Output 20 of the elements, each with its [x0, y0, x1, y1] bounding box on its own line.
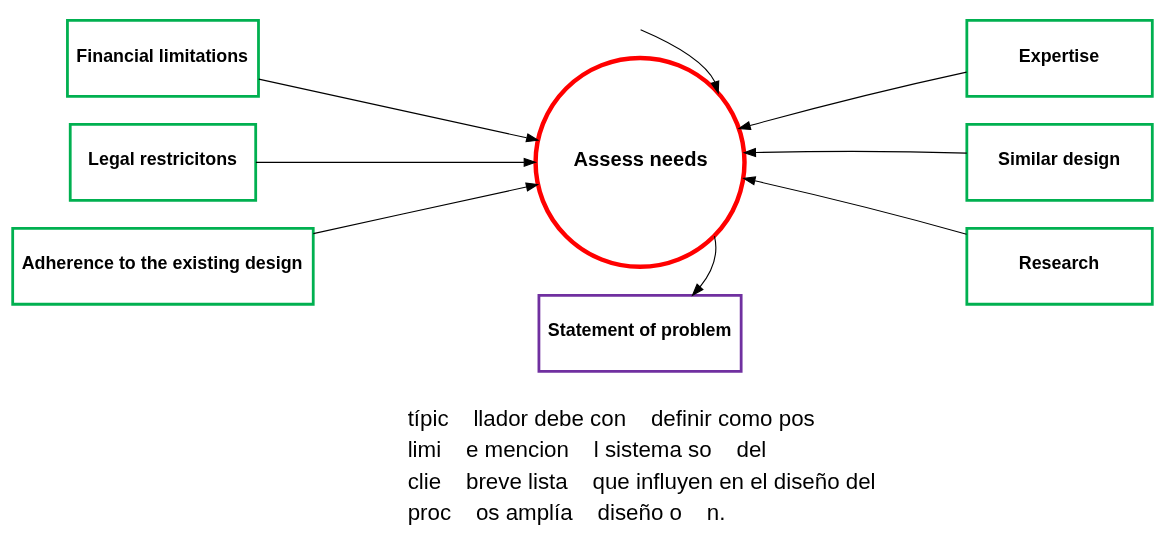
node-box: Adherence to the existing design: [11, 226, 315, 306]
arrow: [691, 235, 717, 296]
node-box: Statement of problem: [537, 293, 743, 373]
label: típic llador debe con definir como pos: [407, 405, 815, 431]
label: proc os amplía diseño o n.: [407, 499, 726, 525]
label: limi e mencion l sistema so del: [407, 436, 767, 462]
arrow: [742, 175, 968, 235]
arrow: [312, 181, 540, 234]
node-box: Expertise: [965, 18, 1154, 98]
arrow: [255, 157, 538, 167]
arrow: [737, 71, 968, 130]
node-box: Legal restricitons: [68, 122, 258, 202]
node-circle: Assess needs: [533, 55, 747, 269]
arrow: [258, 78, 540, 142]
arrow: [640, 28, 720, 94]
label: clie breve lista que influyen en el diseño del: [407, 468, 876, 494]
arrow: [742, 147, 968, 157]
node-box: Research: [965, 226, 1154, 306]
node-box: Similar design: [965, 122, 1154, 202]
node-box: Financial limitations: [66, 18, 260, 98]
